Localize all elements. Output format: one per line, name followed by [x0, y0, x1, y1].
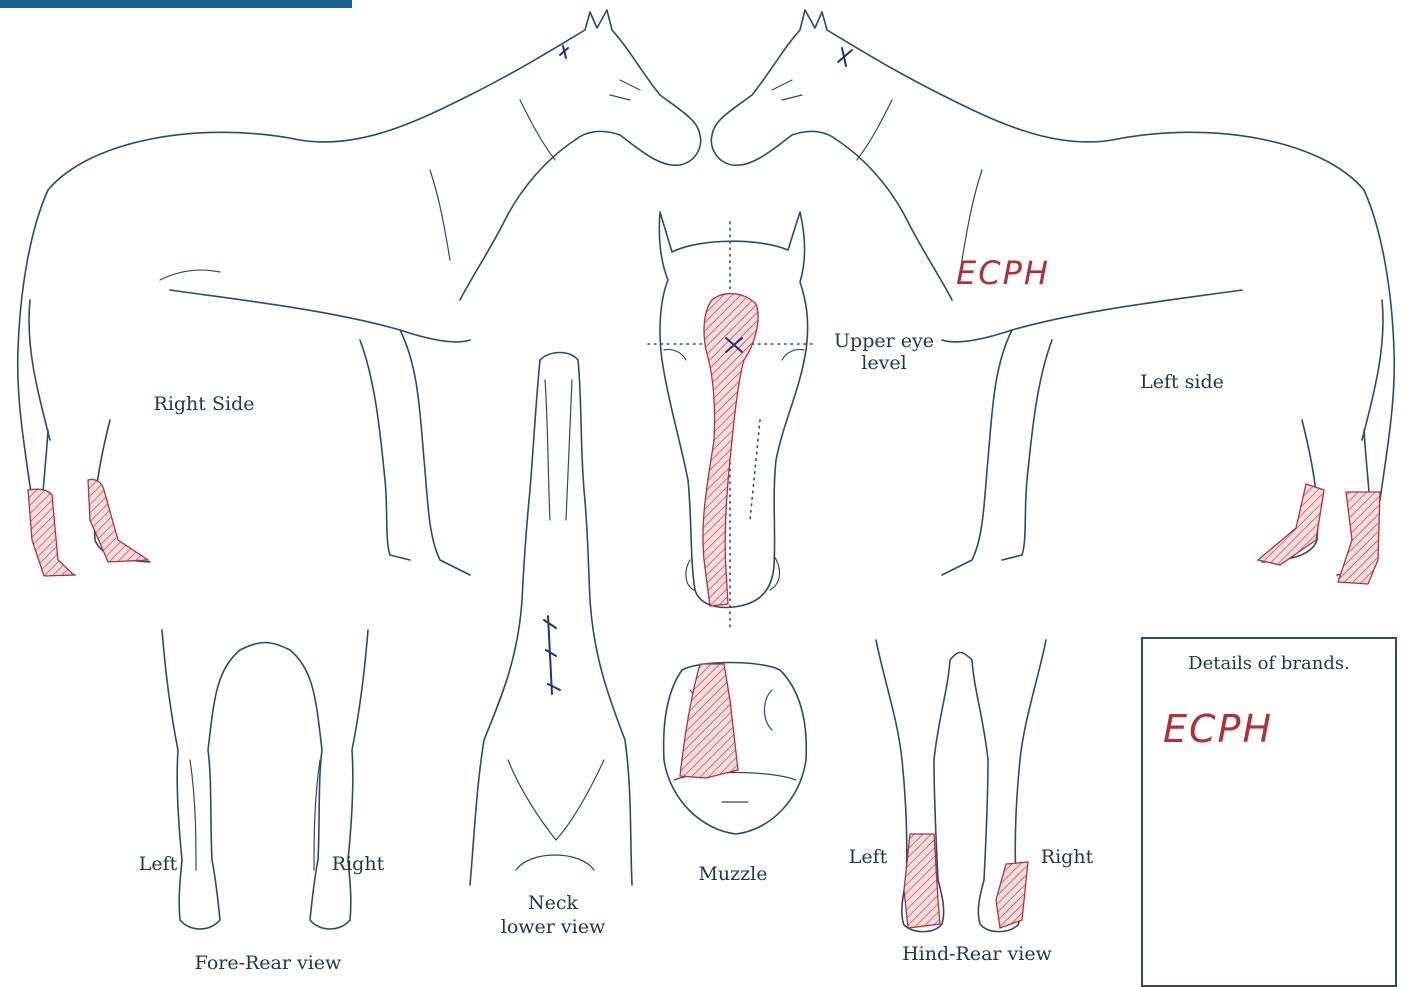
brand-details-title: Details of brands. — [1143, 653, 1395, 674]
fore-rear-view — [162, 630, 368, 929]
brand-details-text: ECPH — [1163, 707, 1273, 751]
hind-left-label: Left — [846, 845, 890, 869]
left-side-horse — [711, 10, 1394, 584]
hind-rear-view — [876, 640, 1046, 932]
hind-rear-view-label: Hind-Rear view — [900, 942, 1054, 966]
right-side-horse — [18, 10, 701, 576]
fore-rear-view-label: Fore-Rear view — [190, 951, 346, 975]
neck-lower-view-label: Neck lower view — [498, 891, 608, 939]
hind-right-label: Right — [1038, 845, 1096, 869]
muzzle-view — [664, 663, 807, 835]
head-front-view — [648, 212, 814, 628]
neck-lower-view — [470, 353, 632, 886]
muzzle-label: Muzzle — [690, 862, 776, 886]
right-side-label: Right Side — [148, 392, 260, 416]
upper-eye-level-label: Upper eye level — [834, 330, 934, 374]
left-side-label: Left side — [1128, 370, 1236, 394]
fore-right-label: Right — [330, 852, 386, 876]
handwritten-side-brand: ECPH — [956, 254, 1050, 292]
brand-details-box: Details of brands. ECPH — [1141, 637, 1397, 987]
fore-left-label: Left — [136, 852, 180, 876]
